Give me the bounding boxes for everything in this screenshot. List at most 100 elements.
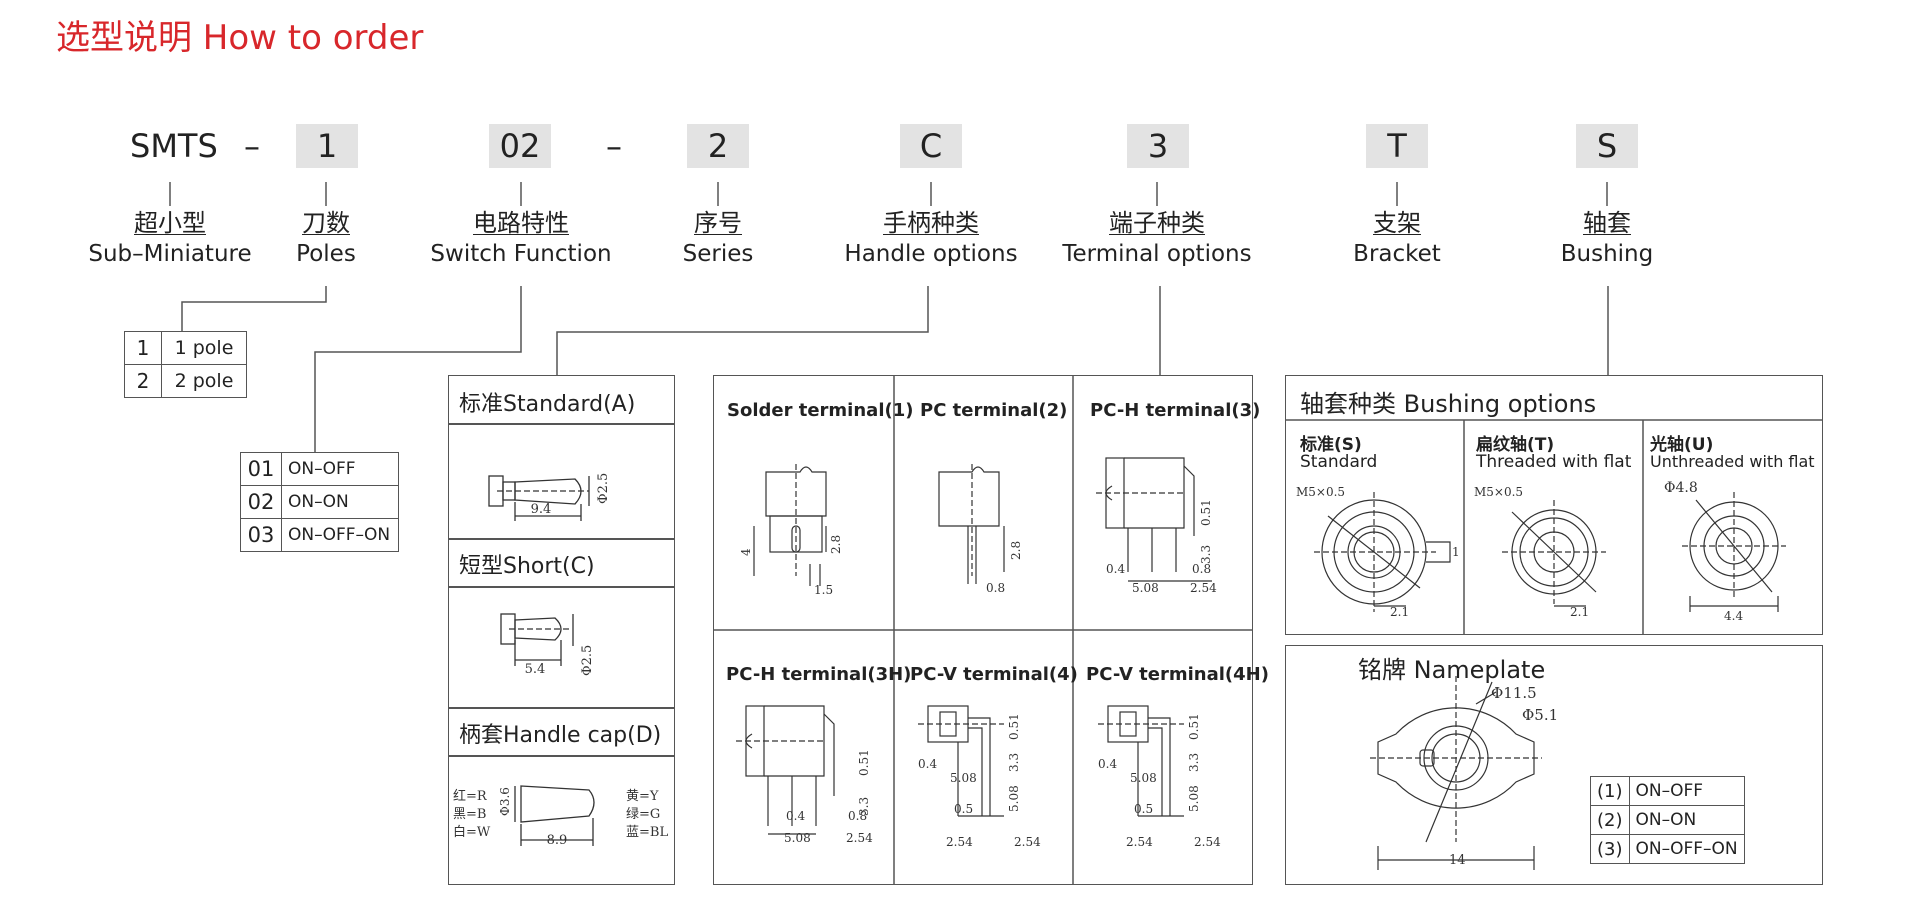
dim-pcv-8: 2.54 bbox=[1014, 835, 1041, 849]
dim-pch-6: 2.54 bbox=[1190, 581, 1217, 595]
bushing-panel-title: 轴套种类 Bushing options bbox=[1300, 390, 1597, 418]
handle-standard-heading: 标准Standard(A) bbox=[459, 392, 636, 417]
page-title: 选型说明 How to order bbox=[56, 18, 424, 58]
table-row: (3) ON–OFF–ON bbox=[1590, 834, 1745, 864]
bushing-threaded-drawing bbox=[1502, 500, 1606, 607]
dim-pch-4: 0.8 bbox=[1192, 562, 1211, 576]
dim-pch-2: 3.3 bbox=[1199, 545, 1213, 564]
dim-solder-2: 1.5 bbox=[814, 583, 833, 597]
pc-v-terminal-drawing bbox=[918, 705, 1004, 817]
dim-bushing-std-side: 1 bbox=[1452, 545, 1460, 559]
dim-standard-length: 9.4 bbox=[531, 502, 552, 517]
dim-pcv4h-2: 3.3 bbox=[1187, 753, 1201, 772]
bushing-unt-en: Unthreaded with flat bbox=[1650, 452, 1815, 471]
bushing-standard-drawing bbox=[1314, 492, 1451, 612]
solder-terminal-drawing bbox=[753, 464, 827, 586]
terminal-label-pc-v-4h: PC-V terminal(4H) bbox=[1086, 664, 1269, 685]
dim-nameplate-inner: Φ5.1 bbox=[1522, 706, 1558, 724]
code-dash-2: – bbox=[606, 127, 622, 165]
table-row: (2) ON–ON bbox=[1590, 805, 1745, 835]
dim-short-length: 5.4 bbox=[525, 662, 546, 677]
handle-options-panel: 9.4 Φ2.5 5.4 Φ2.5 8.9 Φ3.6 红=R 黑=B 白=W 黄… bbox=[448, 375, 675, 885]
dim-pcv4h-3: 0.4 bbox=[1098, 757, 1117, 771]
dim-bushing-std-bottom: 2.1 bbox=[1390, 605, 1409, 619]
code-series: 2 bbox=[687, 124, 749, 168]
dim-cap-length: 8.9 bbox=[547, 833, 568, 848]
dim-pch-3: 0.4 bbox=[1106, 562, 1125, 576]
cap-color-g: 绿=G bbox=[626, 807, 660, 822]
code-prefix: SMTS bbox=[130, 127, 218, 165]
terminal-options-panel: 2.8 1.5 4 2.8 0.8 0.51 3. bbox=[713, 375, 1269, 885]
dim-pc-2: 0.8 bbox=[986, 581, 1005, 595]
handle-short-heading: 短型Short(C) bbox=[459, 554, 595, 579]
dim-pcv4h-6: 5.08 bbox=[1187, 785, 1201, 812]
dim-bushing-thr-bottom: 2.1 bbox=[1570, 605, 1589, 619]
dim-solder-3: 4 bbox=[739, 548, 753, 556]
dim-pcv4h-4: 5.08 bbox=[1130, 771, 1157, 785]
cap-color-r: 红=R bbox=[453, 788, 488, 804]
dim-pcv-3: 0.4 bbox=[918, 757, 937, 771]
table-row: 01 ON–OFF bbox=[240, 452, 399, 486]
cap-color-w: 白=W bbox=[453, 824, 491, 840]
code-function: 02 bbox=[489, 124, 551, 168]
dim-pch3h-6: 2.54 bbox=[846, 831, 873, 845]
bushing-unt-cn: 光轴(U) bbox=[1650, 435, 1714, 455]
dim-solder-1: 2.8 bbox=[829, 535, 843, 554]
dim-nameplate-outer: Φ11.5 bbox=[1491, 684, 1537, 702]
dim-pcv-6: 5.08 bbox=[1007, 785, 1021, 812]
dim-pcv4h-1: 0.51 bbox=[1187, 713, 1201, 740]
dim-bushing-unt-bottom: 4.4 bbox=[1724, 609, 1743, 623]
cap-color-bl: 蓝=BL bbox=[626, 825, 668, 840]
handle-drawings: 9.4 Φ2.5 5.4 Φ2.5 8.9 Φ3.6 红=R 黑=B 白=W 黄… bbox=[449, 423, 674, 848]
bushing-std-cn: 标准(S) bbox=[1300, 435, 1362, 455]
dim-nameplate-width: 14 bbox=[1449, 853, 1466, 868]
pc-h-terminal-drawing bbox=[1096, 457, 1212, 582]
dim-bushing-thr-top: M5×0.5 bbox=[1474, 485, 1523, 499]
dim-pcv4h-8: 2.54 bbox=[1194, 835, 1221, 849]
bushing-thr-en: Threaded with flat bbox=[1476, 452, 1632, 472]
pc-v-4h-terminal-drawing bbox=[1098, 705, 1184, 817]
pc-terminal-drawing bbox=[938, 464, 1005, 584]
bushing-unthreaded-drawing bbox=[1682, 492, 1786, 612]
dim-pcv4h-7: 2.54 bbox=[1126, 835, 1153, 849]
dim-pcv-4: 5.08 bbox=[950, 771, 977, 785]
dim-pch3h-1: 0.51 bbox=[857, 749, 871, 776]
terminal-label-pc-h-3h: PC-H terminal(3H) bbox=[726, 664, 912, 685]
code-bracket: T bbox=[1366, 124, 1428, 168]
dim-pcv-7: 2.54 bbox=[946, 835, 973, 849]
dim-pcv4h-5: 0.5 bbox=[1134, 802, 1153, 816]
code-dash-1: – bbox=[244, 127, 260, 165]
dim-pch-1: 0.51 bbox=[1199, 499, 1213, 526]
handle-cap-drawing bbox=[514, 785, 595, 846]
dim-bushing-unt-top: Φ4.8 bbox=[1664, 480, 1698, 496]
nameplate-title: 铭牌 Nameplate bbox=[1358, 656, 1546, 684]
dim-short-diameter: Φ2.5 bbox=[580, 645, 595, 676]
standard-handle-drawing bbox=[488, 475, 590, 521]
terminal-label-pc-v: PC-V terminal(4) bbox=[910, 664, 1078, 685]
dim-bushing-std-top: M5×0.5 bbox=[1296, 485, 1345, 499]
pc-h-3h-terminal-drawing bbox=[736, 705, 835, 835]
cap-color-y: 黄=Y bbox=[626, 789, 659, 804]
bushing-std-en: Standard bbox=[1300, 452, 1378, 472]
nameplate-panel: Φ11.5 Φ5.1 14 铭牌 Nameplate (1) ON–OFF (2… bbox=[1285, 645, 1823, 885]
code-bushing: S bbox=[1576, 124, 1638, 168]
bushing-options-panel: M5×0.5 2.1 1 M5×0.5 2.1 Φ4.8 4.4 bbox=[1285, 375, 1823, 635]
table-row: 2 2 pole bbox=[124, 364, 247, 398]
table-row: 02 ON–ON bbox=[240, 485, 399, 519]
terminal-drawings: 2.8 1.5 4 2.8 0.8 0.51 3. bbox=[714, 376, 1252, 884]
code-handle: C bbox=[900, 124, 962, 168]
dim-pc-1: 2.8 bbox=[1009, 541, 1023, 560]
dim-pcv-1: 0.51 bbox=[1007, 713, 1021, 740]
nameplate-table: (1) ON–OFF (2) ON–ON (3) ON–OFF–ON bbox=[1590, 776, 1745, 864]
nameplate-drawing: Φ11.5 Φ5.1 14 bbox=[1370, 676, 1558, 870]
bushing-drawings: M5×0.5 2.1 1 M5×0.5 2.1 Φ4.8 4.4 bbox=[1286, 419, 1822, 634]
dim-pch3h-4: 0.8 bbox=[848, 809, 867, 823]
